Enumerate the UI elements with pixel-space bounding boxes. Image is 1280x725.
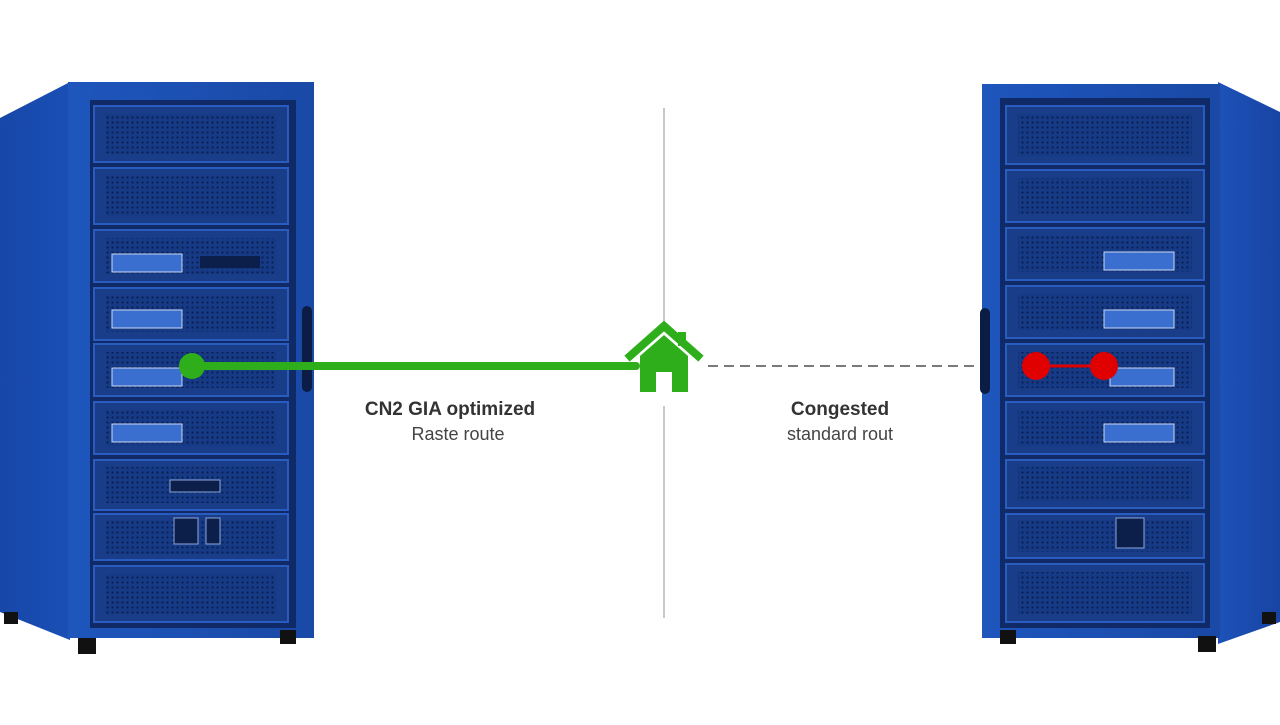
right-rack-foot bbox=[1198, 636, 1216, 652]
left-rack-foot bbox=[4, 612, 18, 624]
left-rack-units bbox=[93, 105, 289, 623]
congested-route bbox=[708, 352, 1118, 380]
right-rack-side bbox=[1218, 82, 1280, 644]
optimized-route-title: CN2 GIA optimized bbox=[364, 399, 536, 420]
left-server-rack bbox=[0, 82, 314, 654]
congested-route-node bbox=[1022, 352, 1050, 380]
right-rack-foot bbox=[1262, 612, 1276, 624]
left-rack-foot bbox=[78, 638, 96, 654]
left-rack-handle bbox=[302, 306, 312, 392]
left-rack-side bbox=[0, 82, 70, 640]
right-rack-foot bbox=[1000, 630, 1016, 644]
optimized-route-node bbox=[179, 353, 205, 379]
right-rack-handle bbox=[980, 308, 990, 394]
congested-route-subtitle: standard rout bbox=[786, 424, 894, 444]
left-rack-foot bbox=[280, 630, 296, 644]
optimized-route-subtitle: Raste route bbox=[411, 424, 505, 444]
congested-route-node bbox=[1090, 352, 1118, 380]
optimized-route bbox=[179, 353, 640, 379]
home-icon bbox=[624, 320, 704, 392]
congested-route-title: Congested bbox=[790, 399, 890, 420]
